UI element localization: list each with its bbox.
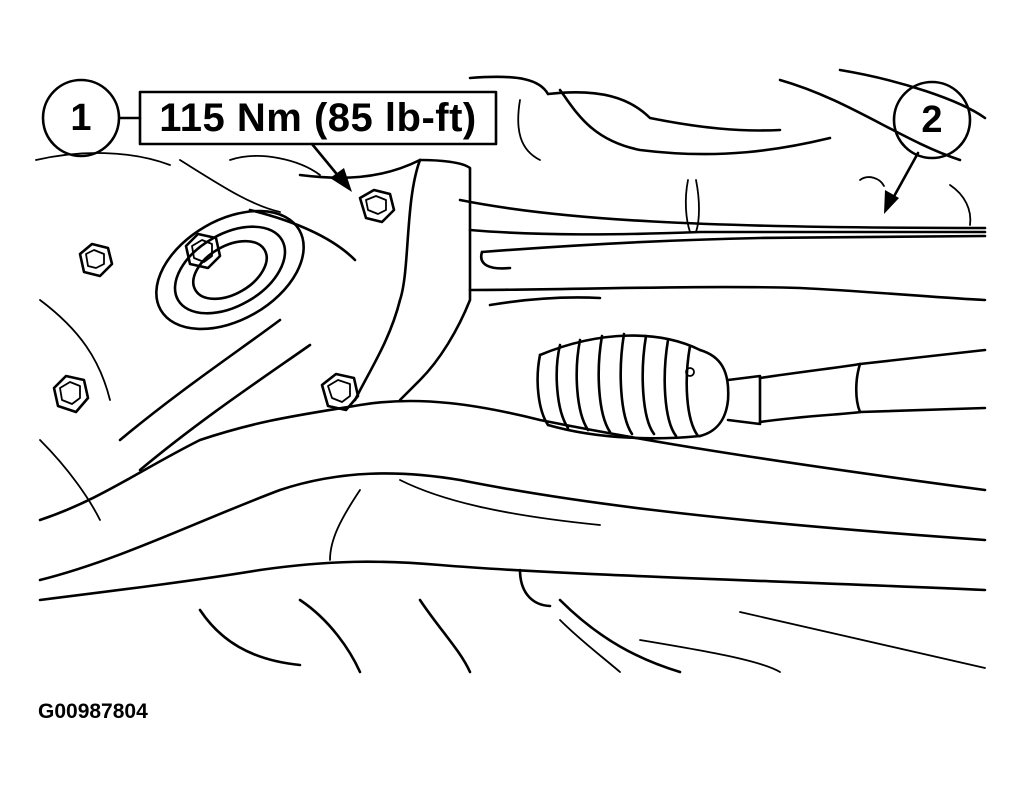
callout-1-arrowhead	[330, 168, 352, 192]
callout-2-number: 2	[921, 99, 943, 141]
mounting-bracket	[248, 158, 472, 402]
torque-label-box	[138, 90, 498, 146]
upper-body-structure	[35, 68, 987, 226]
crossmember	[38, 399, 987, 602]
control-arm	[458, 179, 987, 307]
torque-spec-label: 115 Nm (85 lb-ft)	[159, 95, 477, 140]
bolt	[184, 232, 222, 270]
callout-1-number: 1	[70, 97, 92, 139]
lower-underbody	[198, 568, 986, 674]
cv-boot-and-driveshaft	[536, 332, 987, 440]
callout-2-arrowhead	[884, 190, 899, 214]
figure-id: G00987804	[38, 700, 148, 723]
callout-2-circle	[892, 80, 972, 160]
spring-seat	[39, 209, 312, 521]
bolt-callout-1	[358, 188, 396, 224]
bolt	[320, 372, 360, 412]
bolt	[52, 374, 90, 414]
bolt	[78, 242, 114, 278]
callout-1-circle	[41, 78, 121, 158]
callout-leaders	[118, 116, 920, 214]
